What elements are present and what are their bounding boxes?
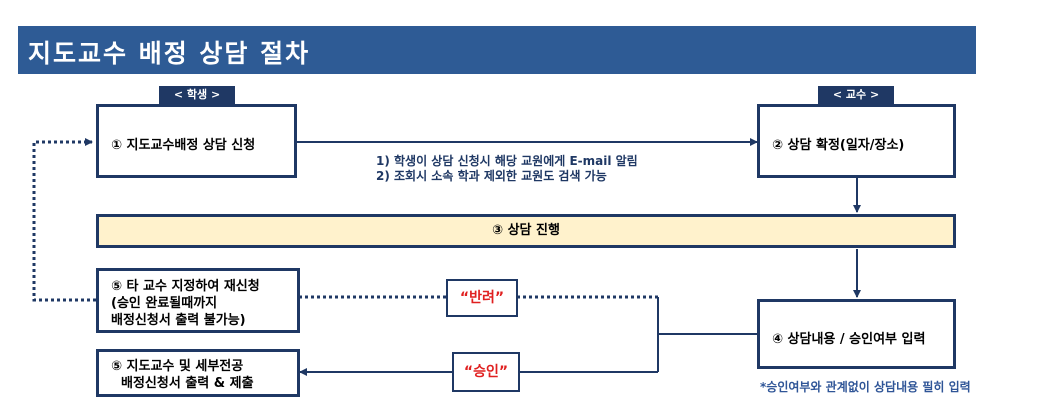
footnote: *승인여부와 관계없이 상담내용 필히 입력	[760, 380, 971, 394]
step-reapply-box: ⑤ 타 교수 지정하여 재신청 (승인 완료될때까지 배정신청서 출력 불가능)	[96, 268, 300, 333]
step-apply-box: ① 지도교수배정 상담 신청	[96, 104, 297, 178]
step-submit-box: ⑤ 지도교수 및 세부전공 배정신청서 출력 & 제출	[96, 349, 300, 397]
reject-label: “반려”	[446, 279, 518, 317]
step-submit-line2: 배정신청서 출력 & 제출	[121, 376, 254, 391]
step-confirm-label: ② 상담 확정(일자/장소)	[772, 138, 905, 153]
page-header: 지도교수 배정 상담 절차	[18, 26, 976, 74]
step-submit-line1: ⑤ 지도교수 및 세부전공	[111, 359, 244, 374]
step-apply-label: ① 지도교수배정 상담 신청	[111, 138, 256, 153]
note-line-1: 1) 학생이 상담 신청시 해당 교원에게 E-mail 알림	[376, 154, 638, 168]
step-reapply-line1: ⑤ 타 교수 지정하여 재신청	[111, 279, 260, 294]
step-reapply-line3: 배정신청서 출력 불가능)	[111, 313, 246, 328]
step-progress-bar: ③ 상담 진행	[96, 214, 956, 248]
step-progress-label: ③ 상담 진행	[492, 223, 560, 238]
step-input-box: ④ 상담내용 / 승인여부 입력	[757, 299, 956, 369]
student-tag: < 학생 >	[159, 86, 235, 104]
step-input-label: ④ 상담내용 / 승인여부 입력	[772, 332, 926, 347]
page-title: 지도교수 배정 상담 절차	[28, 39, 311, 68]
professor-tag: < 교수 >	[818, 86, 894, 104]
step-reapply-line2: (승인 완료될때까지	[111, 296, 218, 311]
reapply-loop-line	[32, 138, 96, 302]
step-confirm-box: ② 상담 확정(일자/장소)	[757, 104, 956, 178]
note-line-2: 2) 조회시 소속 학과 제외한 교원도 검색 가능	[376, 169, 607, 183]
approve-label: “승인”	[452, 352, 520, 392]
